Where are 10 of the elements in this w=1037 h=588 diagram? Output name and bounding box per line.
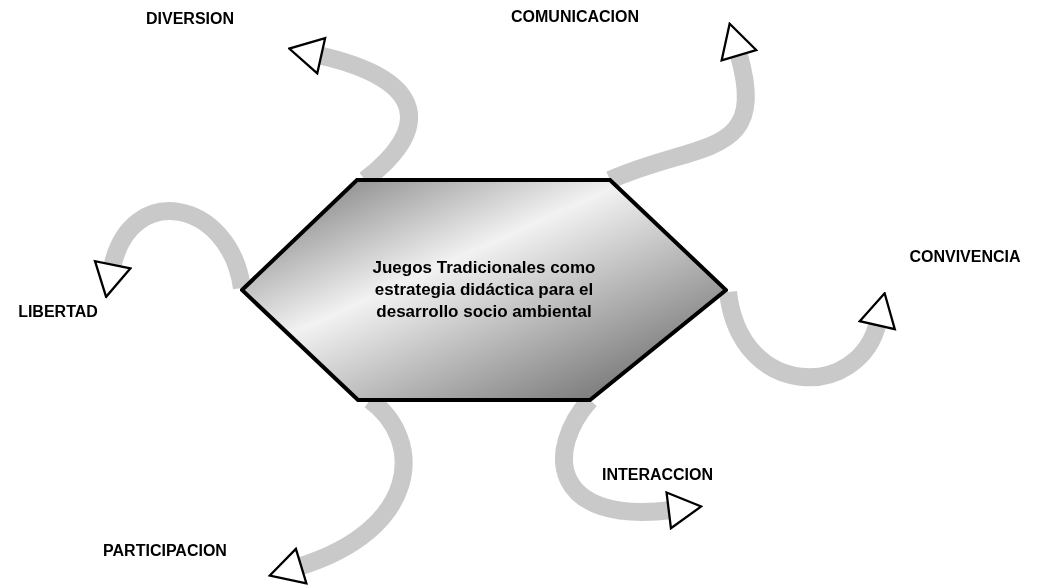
concept-label: LIBERTAD (18, 302, 98, 322)
curved-arrow (606, 22, 758, 189)
center-text: Juegos Tradicionales como estrategia didáctica para el desarrollo socio ambiental (371, 257, 597, 323)
concept-label: PARTICIPACION (103, 541, 227, 561)
concept-label: DIVERSION (146, 9, 234, 29)
concept-label: COMUNICACION (511, 7, 639, 27)
curved-arrow (94, 202, 251, 298)
concept-label: CONVIVENCIA (909, 247, 1021, 267)
curved-arrow (719, 290, 895, 386)
concept-label: INTERACCION (601, 465, 714, 485)
